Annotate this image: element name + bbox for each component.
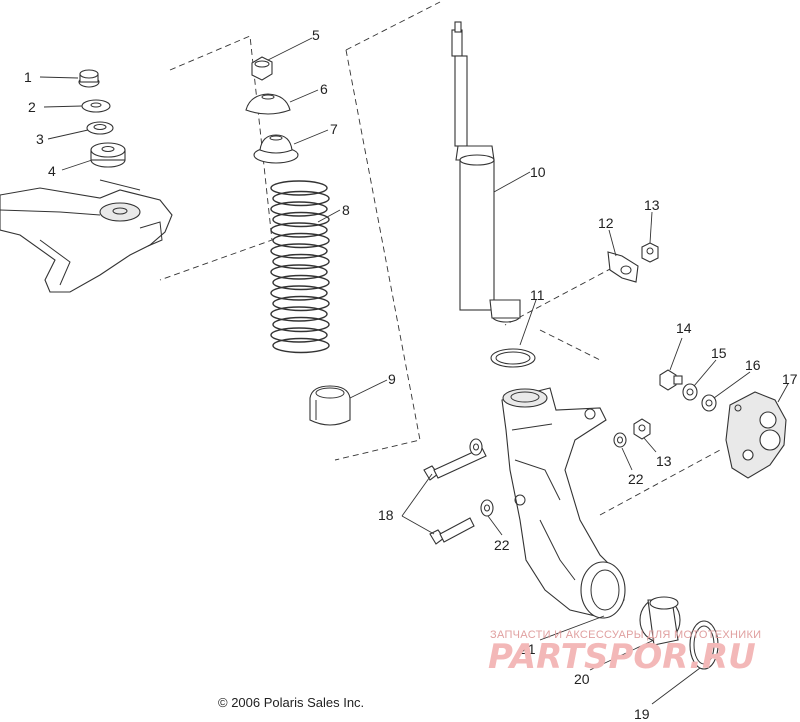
- part-22-washer-upper: [613, 432, 627, 448]
- spring-coil: [270, 180, 328, 196]
- label-part-13-lower: 13: [656, 453, 672, 469]
- watermark-caption: ЗАПЧАСТИ И АКСЕССУАРЫ ДЛЯ МОТОТЕХНИКИ: [490, 629, 761, 641]
- spring-coil: [270, 201, 328, 217]
- part-8-coil-spring: [270, 180, 330, 360]
- label-part-6: 6: [320, 81, 328, 97]
- label-part-21: 21: [520, 641, 536, 657]
- part-4-bushing: [90, 142, 126, 168]
- spring-coil: [272, 316, 330, 333]
- part-10-strut: [451, 21, 521, 323]
- part-11-snap-ring: [490, 348, 536, 368]
- watermark-logo: PARTSPOR.RU: [488, 637, 756, 677]
- label-part-17: 17: [782, 371, 798, 387]
- spring-coil: [270, 222, 328, 238]
- part-13-nut-lower: [633, 418, 651, 440]
- label-part-5: 5: [312, 27, 320, 43]
- part-3-washer: [86, 121, 114, 135]
- spring-coil: [272, 232, 330, 249]
- spring-coil: [272, 274, 330, 291]
- spring-coil: [270, 264, 328, 280]
- label-part-10: 10: [530, 164, 546, 180]
- part-1-nut: [78, 69, 100, 88]
- label-part-22-lower: 22: [494, 537, 510, 553]
- spring-coil: [270, 285, 328, 301]
- label-part-22-upper: 22: [628, 471, 644, 487]
- label-part-13-upper: 13: [644, 197, 660, 213]
- part-20-snap-ring: [689, 620, 719, 670]
- leader-lines: [39, 37, 789, 705]
- watermark: ЗАПЧАСТИ И АКСЕССУАРЫ ДЛЯ МОТОТЕХНИКИ PA…: [488, 629, 761, 677]
- part-2-washer: [81, 99, 111, 113]
- part-number-labels: 1 2 3 4 5 6 7 8 9 10 11 12 13 14 15 16 1…: [24, 27, 798, 722]
- assembly-guide-lines: [159, 1, 721, 516]
- spring-coil: [270, 306, 328, 322]
- frame-mount-bracket: [0, 179, 173, 293]
- part-6-spring-cup: [245, 93, 291, 115]
- part-18-bolt-upper: [423, 447, 487, 481]
- spring-coil: [272, 295, 330, 312]
- steering-knuckle: [501, 387, 626, 619]
- label-part-18: 18: [378, 507, 394, 523]
- part-15-washer: [682, 383, 698, 401]
- label-part-14: 14: [676, 320, 692, 336]
- part-14-bolt: [659, 369, 683, 391]
- part-9-bump-stop: [309, 385, 351, 426]
- label-part-8: 8: [342, 202, 350, 218]
- part-13-nut-upper: [641, 242, 659, 263]
- part-22-washer-lower: [469, 438, 494, 517]
- label-part-9: 9: [388, 371, 396, 387]
- label-part-12: 12: [598, 215, 614, 231]
- part-7-spring-seat: [253, 134, 299, 164]
- label-part-16: 16: [745, 357, 761, 373]
- label-part-11: 11: [530, 287, 545, 303]
- spring-coil: [270, 327, 328, 343]
- label-part-19: 19: [634, 706, 650, 722]
- part-17-caliper-bracket: [725, 391, 787, 479]
- part-5-nut: [251, 56, 273, 81]
- label-part-1: 1: [24, 69, 32, 85]
- part-21-bearing: [639, 596, 681, 646]
- spring-coil: [270, 243, 328, 259]
- label-part-2: 2: [28, 99, 36, 115]
- copyright-notice: © 2006 Polaris Sales Inc.: [218, 695, 364, 710]
- label-part-7: 7: [330, 121, 338, 137]
- part-18-bolt-lower: [429, 517, 475, 545]
- label-part-3: 3: [36, 131, 44, 147]
- label-part-4: 4: [48, 163, 56, 179]
- label-part-15: 15: [711, 345, 727, 361]
- spring-coil: [272, 211, 330, 228]
- spring-coil: [272, 253, 330, 270]
- part-16-washer: [701, 394, 717, 412]
- spring-coil: [272, 190, 330, 207]
- part-12-clip: [607, 251, 639, 283]
- spring-coil: [272, 337, 330, 354]
- label-part-20: 20: [574, 671, 590, 687]
